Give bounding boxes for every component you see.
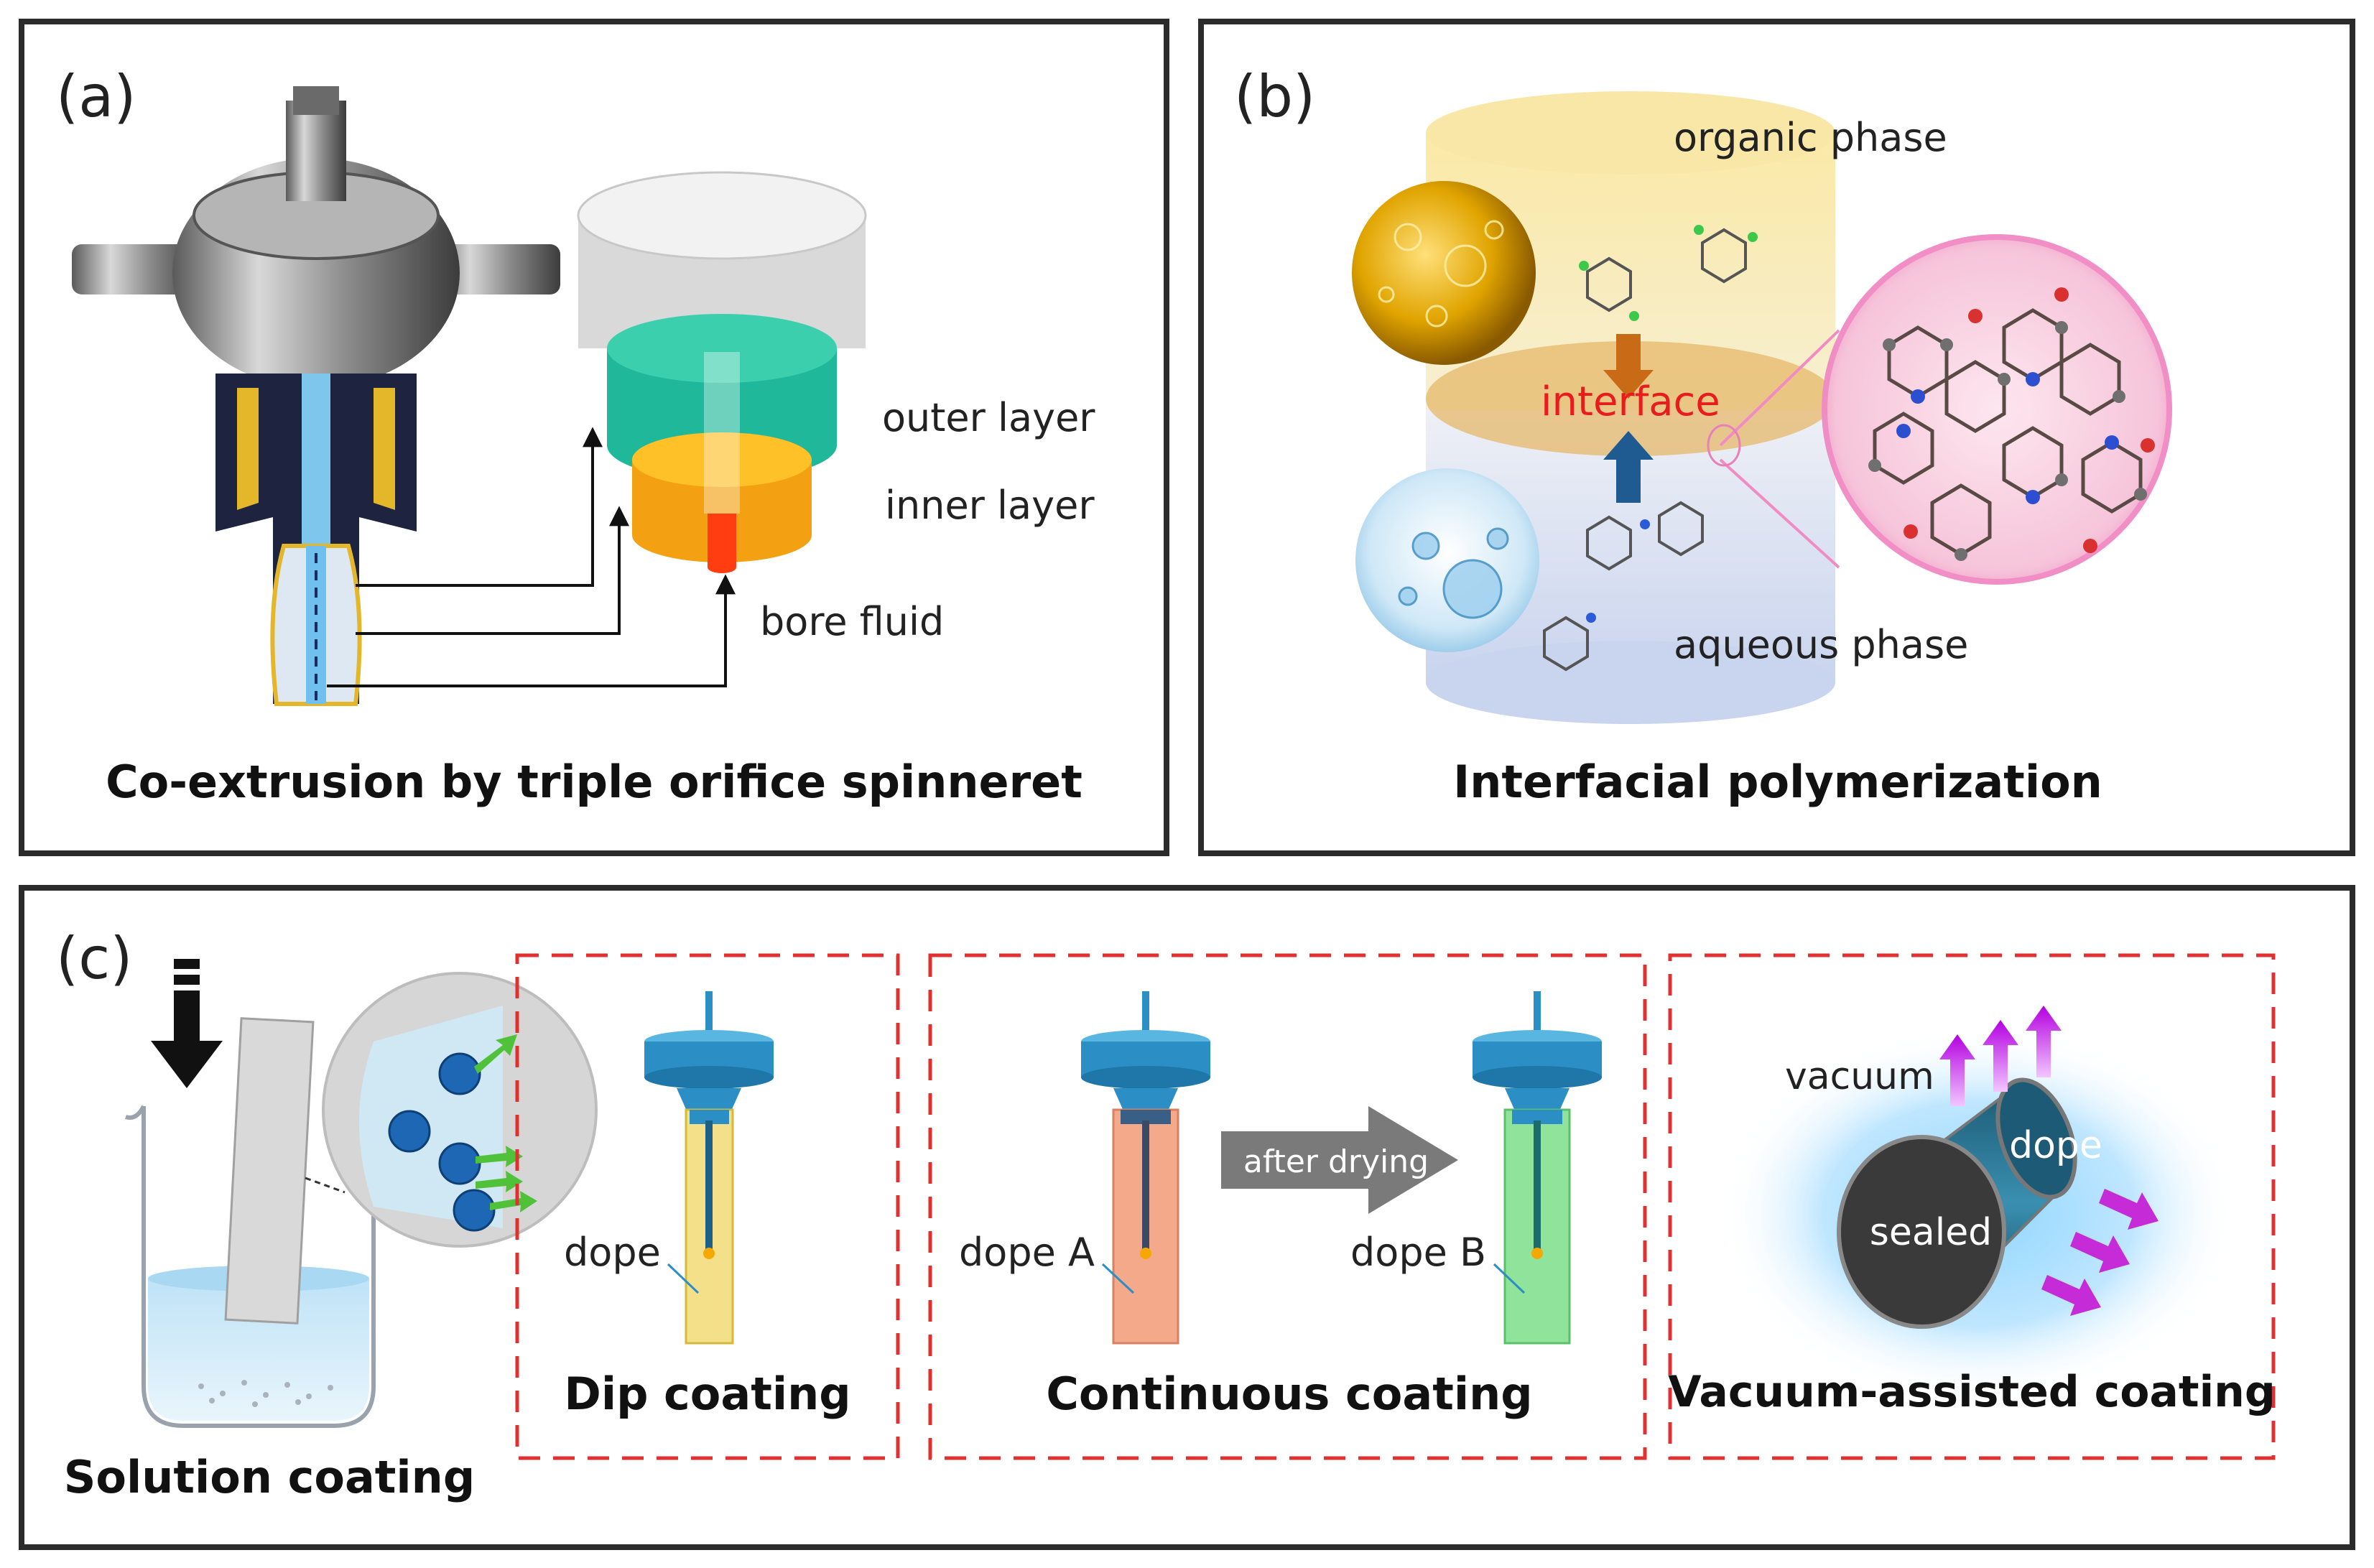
continuous-module-a [1081,991,1210,1345]
continuous-module-b [1473,991,1602,1345]
sealed-label: sealed [1870,1211,1992,1254]
connector-lines [327,427,736,687]
beaker-illustration [125,959,598,1428]
panel-a: (a) [19,19,1169,856]
dip-coating-box [515,953,900,1460]
after-drying-label: after drying [1243,1143,1429,1180]
continuous-coating-box [928,953,1647,1460]
water-bubbles [1398,527,1509,619]
panel-b-caption: Interfacial polymerization [1453,756,2102,808]
membrane-slide [224,1017,315,1325]
monomer-molecules [1543,225,1758,672]
outer-layer-label: outer layer [882,395,1095,440]
vacuum-arrows [1939,1006,2159,1316]
dip-dope-pointer [667,1263,700,1294]
interface-label: interface [1541,379,1720,425]
spinneret-photo [72,86,560,706]
vacuum-coating-caption: Vacuum-assisted coating [1668,1367,2276,1417]
panel-b-letter: (b) [1234,63,1315,130]
inner-layer-label: inner layer [885,483,1095,528]
phase-arrows [1603,334,1654,503]
panel-b: (b) [1198,19,2355,856]
continuous-coating-caption: Continuous coating [1046,1368,1532,1420]
dip-direction-arrow [151,959,223,1088]
panel-a-caption: Co-extrusion by triple orifice spinneret [106,756,1082,808]
oil-bubbles [1378,220,1504,328]
aqueous-phase-label: aqueous phase [1674,622,1968,667]
dope-b-label: dope B [1350,1230,1486,1275]
hollow-fiber [1837,1077,2077,1329]
organic-phase-label: organic phase [1674,115,1947,160]
panel-c: (c) [19,885,2355,1550]
dip-module [644,991,774,1345]
dope-b-pointer [1493,1263,1526,1294]
oil-bubbles-circle [1352,181,1536,365]
dope-a-pointer [1101,1263,1135,1294]
dope-a-label: dope A [959,1230,1095,1275]
bore-fluid-label: bore fluid [760,599,944,644]
polyamide-zoom [1707,234,2172,585]
panel-c-letter: (c) [56,925,132,992]
vacuum-label: vacuum [1785,1055,1934,1098]
solution-coating-caption: Solution coating [64,1451,475,1503]
sealed-end [1837,1135,2006,1329]
after-drying-arrow [1221,1106,1458,1214]
dip-coating-caption: Dip coating [564,1368,850,1420]
dip-dope-label: dope [564,1230,661,1275]
panel-a-letter: (a) [56,63,136,130]
fiber-dope-label: dope [2009,1124,2102,1167]
water-bubbles-circle [1355,468,1539,652]
orifice-schematic [577,171,867,573]
